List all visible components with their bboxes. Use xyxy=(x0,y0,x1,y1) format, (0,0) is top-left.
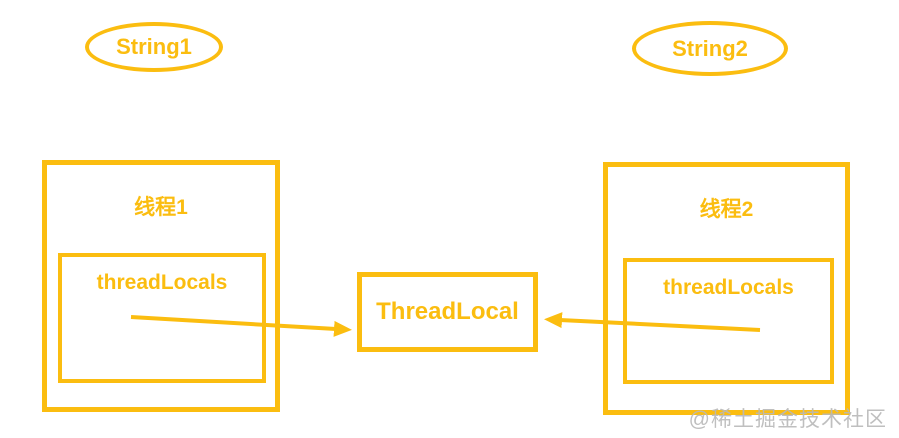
thread1-threadlocals-box: threadLocals xyxy=(58,253,266,383)
thread1-title: 线程1 xyxy=(134,196,188,219)
thread1-box: 线程1 threadLocals xyxy=(42,160,280,412)
ellipse-string2: String2 xyxy=(632,21,788,76)
watermark-text: @稀土掘金技术社区 xyxy=(688,408,887,431)
thread2-threadlocals-label: threadLocals xyxy=(663,276,794,299)
ellipse-string1-label: String1 xyxy=(116,34,192,59)
ellipse-string2-label: String2 xyxy=(672,35,748,61)
thread2-threadlocals-box: threadLocals xyxy=(623,258,834,384)
threadlocal-label: ThreadLocal xyxy=(376,298,519,325)
ellipse-string1: String1 xyxy=(85,22,223,72)
thread2-title: 线程2 xyxy=(699,198,754,221)
threadlocal-box: ThreadLocal xyxy=(357,272,538,352)
thread1-threadlocals-label: threadLocals xyxy=(96,271,228,294)
thread2-box: 线程2 threadLocals xyxy=(603,162,850,415)
